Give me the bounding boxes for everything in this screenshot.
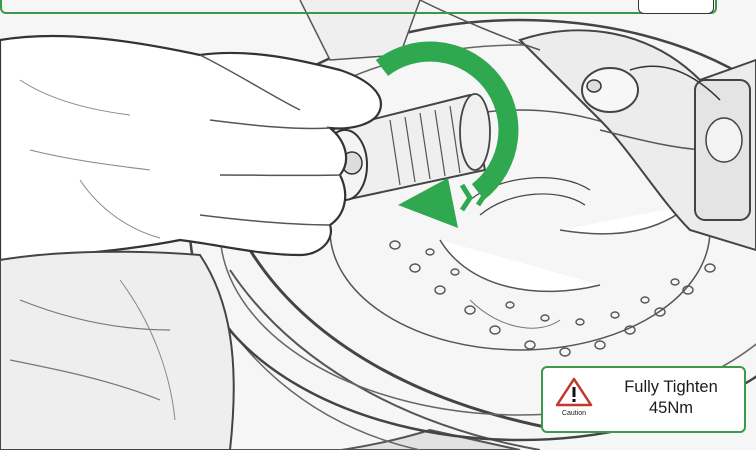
leg-sketch xyxy=(0,252,234,450)
torque-instruction: Fully Tighten 45Nm xyxy=(601,377,741,419)
gloved-hand-sketch xyxy=(0,36,381,260)
warning-triangle-icon xyxy=(555,377,593,407)
caution-card: Caution Fully Tighten 45Nm xyxy=(541,366,746,433)
instruction-text: Fully Tighten xyxy=(601,377,741,398)
caution-label: Caution xyxy=(553,410,595,417)
top-frame-border xyxy=(0,0,717,14)
corner-tab xyxy=(638,0,714,14)
torque-value: 45Nm xyxy=(601,398,741,419)
